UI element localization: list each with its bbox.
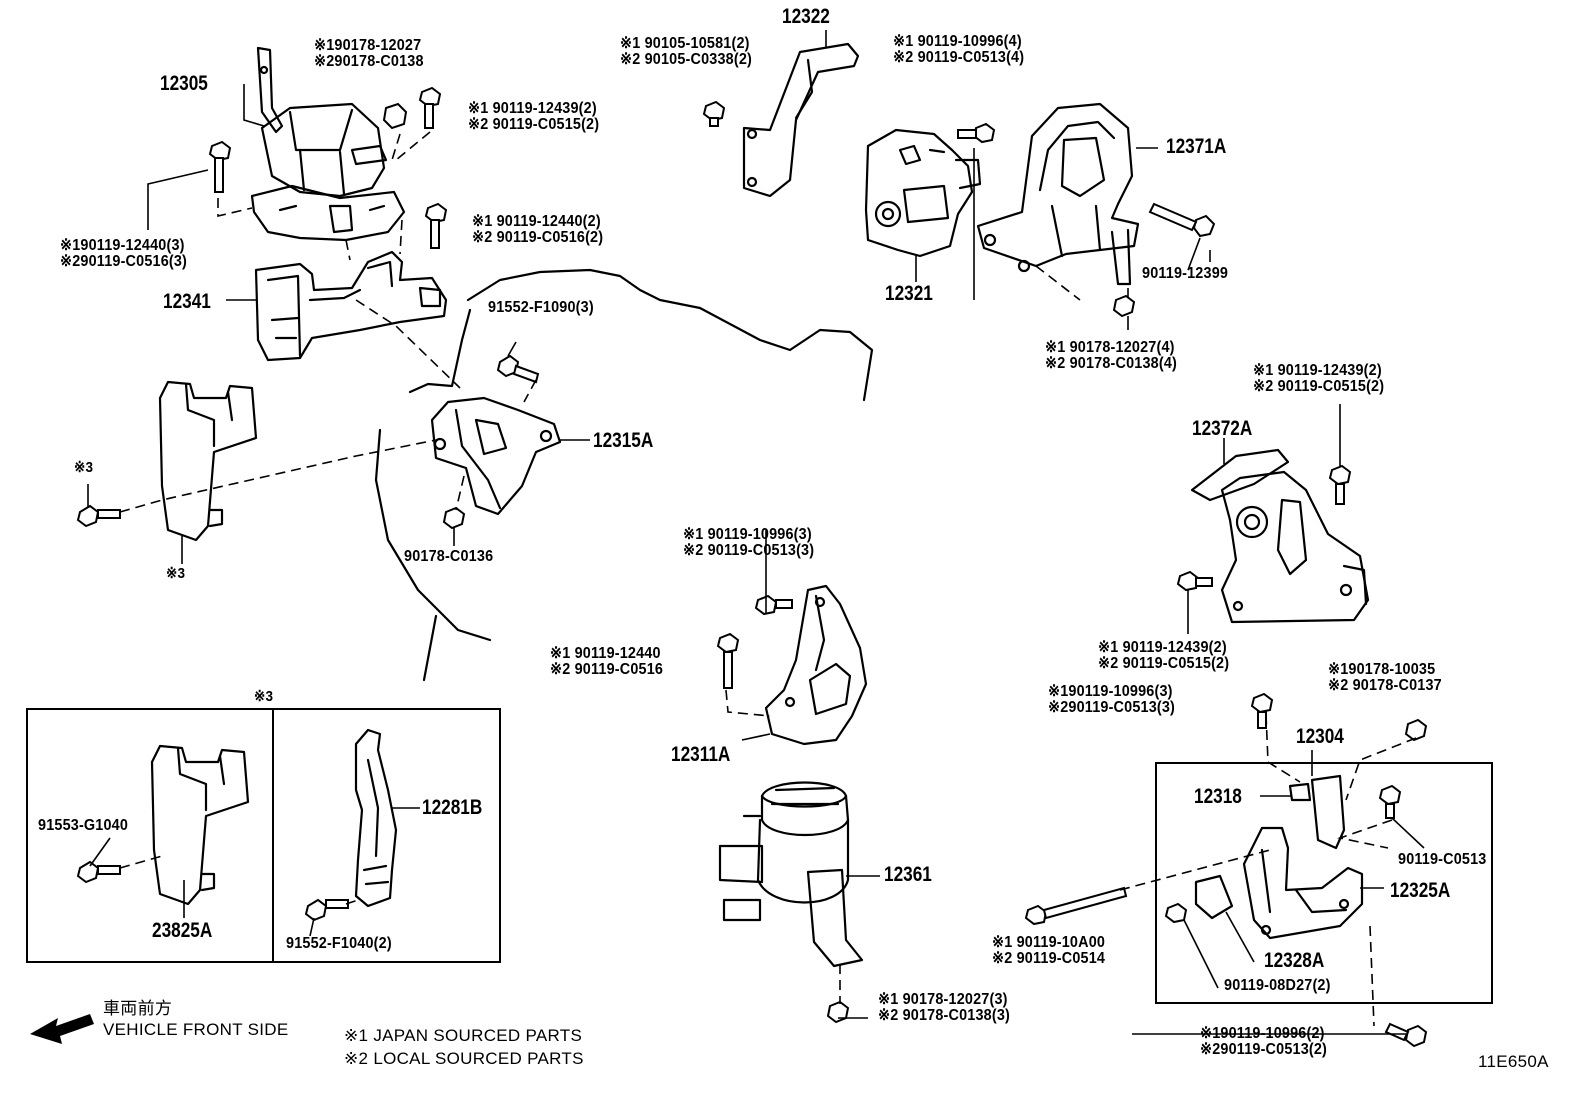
bolt-k xyxy=(1176,570,1213,592)
bolt-q xyxy=(1024,886,1128,926)
legend-local: ※2 LOCAL SOURCED PARTS xyxy=(344,1049,584,1068)
assembly-12304-box xyxy=(1155,762,1493,1004)
inset-bolt-1 xyxy=(76,860,121,884)
callout-star3-a: ※3 xyxy=(74,459,94,476)
bolt-n xyxy=(1250,692,1274,729)
diagram-code: 11E650A xyxy=(1478,1052,1549,1071)
callout-inset-bolt-1: 91553-G1040 xyxy=(38,817,129,834)
part-12371A: 12371A xyxy=(1166,135,1227,158)
callout-bolt-c: ※190119-12440(3) ※290119-C0516(3) xyxy=(60,237,188,270)
bolt-m xyxy=(716,632,740,689)
inset-marker: ※3 xyxy=(254,688,274,705)
part-12328A: 12328A xyxy=(1264,949,1325,972)
legend-japan: ※1 JAPAN SOURCED PARTS xyxy=(344,1026,583,1045)
callout-bolt-d: ※1 90105-10581(2) ※2 90105-C0338(2) xyxy=(620,35,753,68)
callout-inset-bolt-2: 91552-F1040(2) xyxy=(286,935,392,952)
part-12281B: 12281B xyxy=(422,796,483,819)
part-12311A: 12311A xyxy=(671,743,731,766)
nut-top xyxy=(382,102,408,130)
bolt-p xyxy=(1378,784,1402,819)
nut-o xyxy=(1404,718,1428,742)
bracket-12311A xyxy=(764,584,868,746)
bolt-r xyxy=(1164,902,1188,924)
bolt-f xyxy=(1148,202,1216,238)
callout-bolt-n: ※190119-10996(3) ※290119-C0513(3) xyxy=(1048,683,1176,716)
callout-nut-g: ※1 90178-12027(4) ※2 90178-C0138(4) xyxy=(1045,339,1178,372)
bracket-12315A xyxy=(430,396,562,516)
part-12322: 12322 xyxy=(782,5,830,28)
bracket-12321 xyxy=(864,128,982,258)
engine-mount-12305 xyxy=(250,46,406,242)
rear-mount-12371A xyxy=(976,102,1140,286)
part-12321: 12321 xyxy=(885,282,933,305)
bracket-23825A xyxy=(158,380,258,542)
bolt-d xyxy=(702,100,726,127)
callout-nut-s: ※1 90178-12027(3) ※2 90178-C0138(3) xyxy=(878,991,1011,1024)
callout-nut-top: ※190178-12027 ※290178-C0138 xyxy=(314,37,424,70)
front-arrow-icon xyxy=(30,1014,94,1044)
bolt-3 xyxy=(76,504,121,528)
mount-12372A xyxy=(1190,448,1370,624)
callout-bolt-q: ※1 90119-10A00 ※2 90119-C0514 xyxy=(992,934,1106,967)
callout-bolt-h: 91552-F1090(3) xyxy=(488,299,594,316)
part-23825A: 23825A xyxy=(152,919,213,942)
callout-star3-b: ※3 xyxy=(166,565,186,582)
inset-bolt-2 xyxy=(304,898,349,922)
inset-bracket-23825A xyxy=(150,744,250,906)
bolt-e xyxy=(957,122,996,144)
nut-s xyxy=(826,1000,850,1024)
part-12341: 12341 xyxy=(163,290,211,313)
part-12315A: 12315A xyxy=(593,429,654,452)
bolt-b xyxy=(424,202,448,249)
bolt-l xyxy=(754,594,793,616)
direction-en: VEHICLE FRONT SIDE xyxy=(103,1020,289,1039)
callout-bolt-r: 90119-08D27(2) xyxy=(1224,977,1331,994)
inset-bracket-12281B xyxy=(354,728,398,908)
bolt-h xyxy=(496,354,540,384)
callout-bolt-j: ※1 90119-12439(2) ※2 90119-C0515(2) xyxy=(1253,362,1385,395)
engine-outline xyxy=(374,268,874,682)
direction-jp: 車両前方 xyxy=(103,999,173,1018)
bolt-t xyxy=(1384,1022,1428,1048)
engine-mount-bracket-12341 xyxy=(254,250,448,362)
part-12304: 12304 xyxy=(1296,725,1344,748)
nut-g xyxy=(1112,294,1136,318)
callout-bolt-f: 90119-12399 xyxy=(1142,265,1229,282)
bolt-c xyxy=(208,140,232,193)
part-12372A: 12372A xyxy=(1192,417,1253,440)
callout-bolt-m: ※1 90119-12440 ※2 90119-C0516 xyxy=(550,645,664,678)
part-12325A: 12325A xyxy=(1390,879,1451,902)
callout-bolt-l: ※1 90119-10996(3) ※2 90119-C0513(3) xyxy=(683,526,815,559)
bolt-j xyxy=(1328,464,1352,505)
mount-assembly-12304 xyxy=(1194,774,1364,940)
mount-12361 xyxy=(718,781,864,968)
callout-bolt-e: ※1 90119-10996(4) ※2 90119-C0513(4) xyxy=(893,33,1025,66)
part-12361: 12361 xyxy=(884,863,932,886)
callout-bolt-k: ※1 90119-12439(2) ※2 90119-C0515(2) xyxy=(1098,639,1230,672)
callout-bolt-b: ※1 90119-12440(2) ※2 90119-C0516(2) xyxy=(472,213,604,246)
inset-box xyxy=(26,708,501,963)
callout-bolt-a: ※1 90119-12439(2) ※2 90119-C0515(2) xyxy=(468,100,600,133)
nut-i xyxy=(442,506,466,530)
callout-bolt-p: 90119-C0513 xyxy=(1398,851,1487,868)
part-12305: 12305 xyxy=(160,72,208,95)
stay-12322 xyxy=(742,42,860,198)
callout-nut-i: 90178-C0136 xyxy=(404,548,494,565)
callout-nut-o: ※190178-10035 ※2 90178-C0137 xyxy=(1328,661,1442,694)
callout-bolt-t: ※190119-10996(2) ※290119-C0513(2) xyxy=(1200,1025,1328,1058)
part-12318: 12318 xyxy=(1194,785,1242,808)
bolt-a xyxy=(418,86,442,129)
